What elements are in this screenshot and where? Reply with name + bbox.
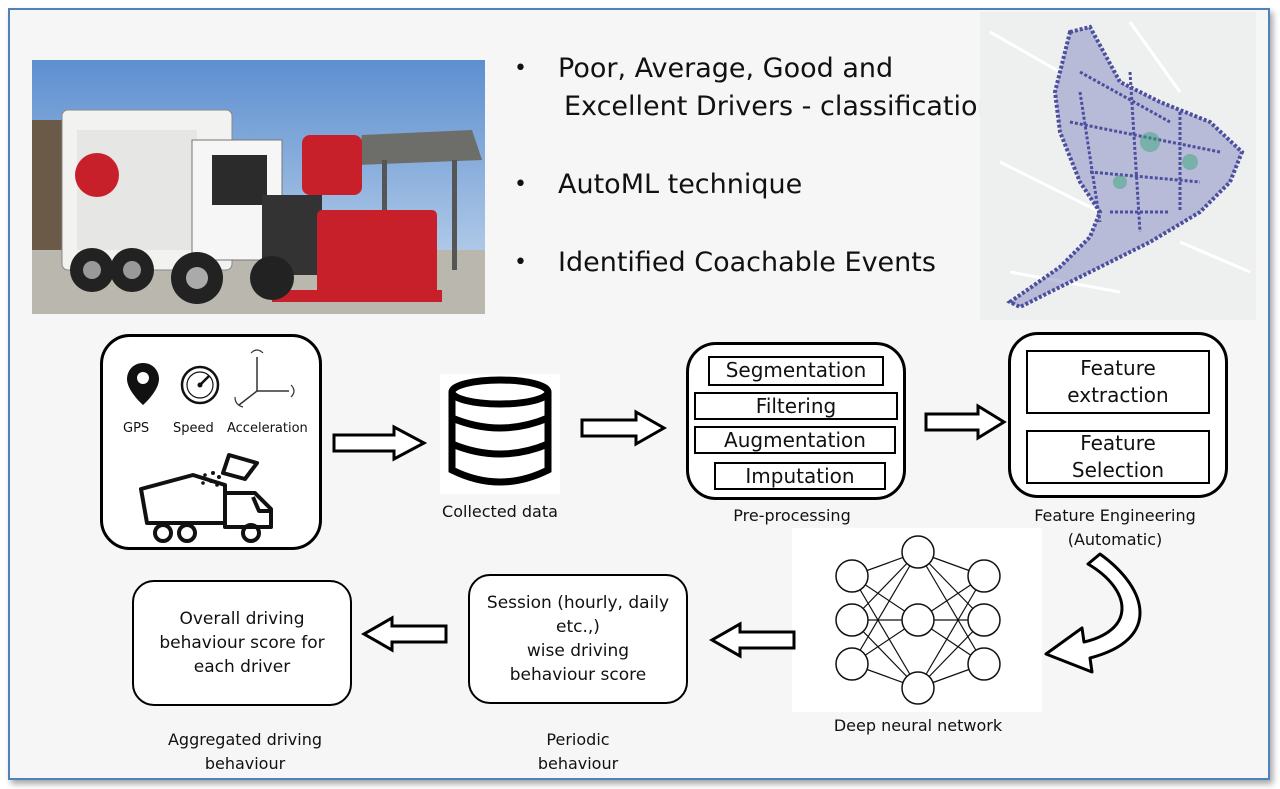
dnn-label: Deep neural network xyxy=(833,716,1003,735)
location-pin-icon xyxy=(127,363,159,405)
feature-engineering-label-line1: Feature Engineering xyxy=(1034,506,1196,525)
imputation-step: Imputation xyxy=(714,462,886,490)
gps-label: GPS xyxy=(123,421,150,436)
neural-network-icon xyxy=(792,528,1042,712)
summary-bullet-list: Poor, Average, Good and Excellent Driver… xyxy=(510,50,995,322)
arrow-to-preprocessing xyxy=(580,409,668,447)
feature-extraction-step: Feature extraction xyxy=(1026,350,1210,414)
speed-label: Speed xyxy=(173,421,214,436)
database-icon xyxy=(440,374,560,494)
session-line3: wise driving xyxy=(526,641,630,661)
garbage-truck-photo xyxy=(32,60,485,314)
overall-score-box: Overall driving behaviour score for each… xyxy=(132,580,352,706)
filtering-step: Filtering xyxy=(694,392,898,420)
preprocessing-label: Pre-processing xyxy=(733,506,851,525)
aggregated-label-line1: Aggregated driving xyxy=(167,730,323,749)
acceleration-label: Acceleration xyxy=(227,421,308,436)
arrow-to-collected-data xyxy=(332,424,428,462)
bullet-automl-text: AutoML technique xyxy=(558,169,803,200)
garbage-truck-icon xyxy=(139,453,273,543)
feature-engineering-label-line2: (Automatic) xyxy=(1067,530,1163,549)
aggregated-label: Aggregated driving behaviour xyxy=(140,728,350,776)
feature-engineering-label: Feature Engineering (Automatic) xyxy=(1010,504,1220,552)
session-line4: behaviour score xyxy=(509,665,647,685)
bullet-classification: Poor, Average, Good and Excellent Driver… xyxy=(510,50,995,126)
aggregated-label-line2: behaviour xyxy=(204,754,286,773)
session-score-box: Session (hourly, daily etc.,) wise drivi… xyxy=(468,574,688,704)
bullet-coachable-events-text: Identified Coachable Events xyxy=(558,247,936,278)
route-map xyxy=(980,12,1256,320)
bullet-classification-line2: Excellent Drivers - classification xyxy=(564,91,995,122)
curved-arrow-to-dnn xyxy=(1044,552,1142,674)
feature-selection-line2: Selection xyxy=(1071,458,1165,482)
slide: Poor, Average, Good and Excellent Driver… xyxy=(8,8,1270,780)
arrow-to-feature-engineering xyxy=(924,403,1007,441)
bullet-automl: AutoML technique xyxy=(510,166,995,204)
bullet-classification-line1: Poor, Average, Good and xyxy=(558,53,894,84)
periodic-label: Periodic behaviour xyxy=(488,728,668,776)
feature-extraction-line2: extraction xyxy=(1067,383,1169,407)
overall-line1: Overall driving xyxy=(179,609,305,629)
overall-line3: each driver xyxy=(193,657,291,677)
arrow-to-aggregated xyxy=(360,615,448,653)
feature-selection-step: Feature Selection xyxy=(1026,430,1210,484)
periodic-label-line1: Periodic xyxy=(546,730,610,749)
feature-selection-line1: Feature xyxy=(1080,431,1156,455)
collected-data-label: Collected data xyxy=(442,502,558,521)
feature-extraction-line1: Feature xyxy=(1080,356,1156,380)
session-line2: etc.,) xyxy=(556,617,600,637)
session-line1: Session (hourly, daily xyxy=(486,593,670,613)
sensor-input-box: GPS Speed Acceleration xyxy=(100,334,322,550)
acceleration-axes-icon xyxy=(233,347,299,409)
augmentation-step: Augmentation xyxy=(694,426,896,454)
bullet-coachable-events: Identified Coachable Events xyxy=(510,244,995,282)
overall-line2: behaviour score for xyxy=(159,633,325,653)
periodic-label-line2: behaviour xyxy=(537,754,619,773)
speedometer-icon xyxy=(180,365,220,405)
arrow-to-periodic xyxy=(708,621,796,659)
segmentation-step: Segmentation xyxy=(708,356,884,386)
